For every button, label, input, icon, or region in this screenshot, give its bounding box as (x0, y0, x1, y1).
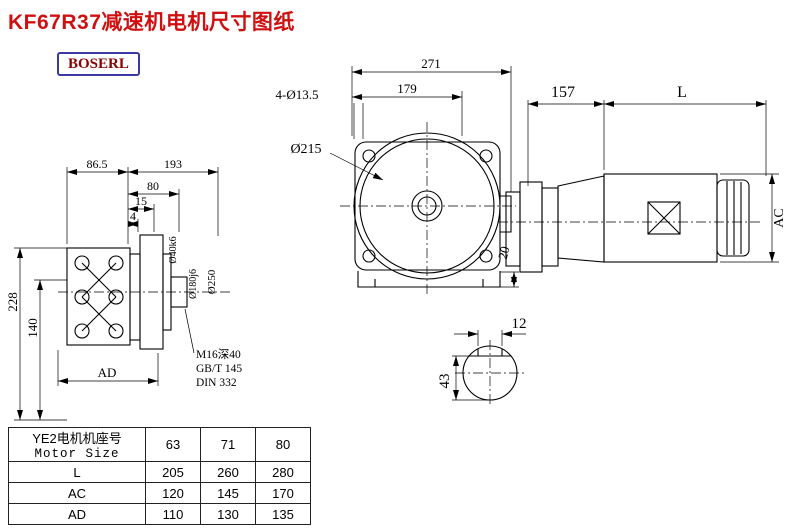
dim-shaft-dia-label: Ø40k6 (168, 236, 179, 263)
dim-86-5-label: 86.5 (87, 157, 108, 171)
row-label-AC: AC (8, 482, 146, 504)
note-tap-label: M16深40 (196, 347, 241, 361)
left-view-linework (58, 234, 232, 354)
table-row-AC: AC 120 145 170 (8, 482, 311, 504)
dim-228-label: 228 (5, 292, 20, 312)
dim-140-label: 140 (25, 318, 40, 338)
dim-spigot-dia-label: Ø180j6 (188, 269, 199, 299)
motor-view-dimensions (527, 100, 779, 263)
page-title: KF67R37减速机电机尺寸图纸 (8, 11, 295, 34)
table-header-size-63: 63 (145, 427, 201, 462)
dim-L-label: L (677, 84, 687, 101)
brand-logo: BOSERL (57, 52, 140, 76)
note-din-label: DIN 332 (196, 377, 237, 389)
dim-271-label: 271 (421, 56, 441, 71)
value-AC-80: 170 (255, 482, 311, 504)
table-row-L: L 205 260 280 (8, 461, 311, 483)
table-header-cn: YE2电机机座号 (32, 431, 122, 446)
shaft-section-dimensions (452, 330, 526, 401)
dim-43-label: 43 (437, 374, 453, 389)
value-L-71: 260 (200, 461, 256, 483)
value-AC-71: 145 (200, 482, 256, 504)
dim-bolt-holes-label: 4-Ø13.5 (276, 87, 319, 102)
value-L-63: 205 (145, 461, 201, 483)
value-L-80: 280 (255, 461, 311, 483)
row-label-L: L (8, 461, 146, 483)
motor-spec-table: YE2电机机座号 Motor Size 63 71 80 L 205 260 2… (8, 427, 311, 525)
row-label-AD: AD (8, 503, 146, 525)
dim-157-label: 157 (551, 84, 575, 101)
table-header-motor-size: YE2电机机座号 Motor Size (8, 427, 146, 462)
dim-4-label: 4 (130, 209, 136, 223)
value-AC-63: 120 (145, 482, 201, 504)
dim-179-label: 179 (397, 81, 417, 96)
front-view-linework (340, 122, 516, 296)
dim-20-label: 20 (495, 245, 513, 261)
dim-AC-label: AC (772, 208, 787, 227)
dim-15-label: 15 (135, 194, 147, 208)
value-AD-63: 110 (145, 503, 201, 525)
front-view-dimensions (329, 66, 519, 288)
table-header-size-80: 80 (255, 427, 311, 462)
dim-215-label: Ø215 (290, 142, 321, 157)
value-AD-71: 130 (200, 503, 256, 525)
dim-flange-dia-label: Ø250 (206, 269, 218, 294)
dim-AD-label: AD (98, 365, 117, 380)
table-header-row: YE2电机机座号 Motor Size 63 71 80 (8, 427, 311, 462)
dim-193-label: 193 (164, 157, 182, 171)
dim-12-label: 12 (512, 316, 527, 332)
table-header-size-71: 71 (200, 427, 256, 462)
value-AD-80: 135 (255, 503, 311, 525)
left-view-dimensions (14, 167, 219, 421)
table-row-AD: AD 110 130 135 (8, 503, 311, 525)
note-gb-label: GB/T 145 (196, 363, 242, 375)
table-header-en: Motor Size (34, 447, 120, 461)
motor-view-linework (498, 173, 762, 273)
dim-80-label: 80 (147, 179, 159, 193)
shaft-section-linework (455, 340, 525, 406)
